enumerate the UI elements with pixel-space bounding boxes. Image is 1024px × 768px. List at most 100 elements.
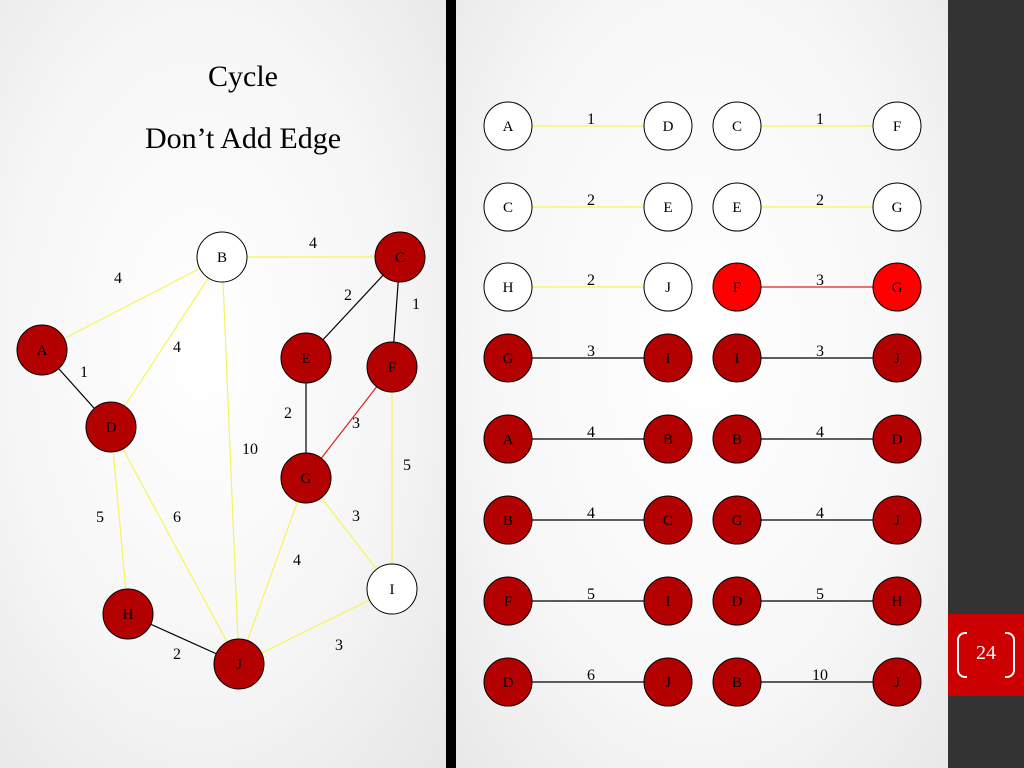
graph-node-g: G — [280, 452, 332, 504]
edge-list-node-label: B — [503, 513, 513, 529]
edge-list-node-label: J — [894, 675, 900, 691]
slide-subtitle: Don’t Add Edge — [144, 122, 342, 155]
edge-list-weight: 10 — [812, 667, 828, 684]
graph-node-i: I — [366, 563, 418, 615]
right-brace-icon — [1005, 632, 1015, 678]
edge-list-node-label: E — [663, 200, 672, 216]
edge-list-node — [712, 101, 762, 151]
edge-list-node-label: G — [732, 513, 743, 529]
node-label: C — [395, 250, 405, 266]
graph-edge-d-h — [110, 426, 129, 615]
edge-list-node — [872, 101, 922, 151]
edge-list-node — [483, 657, 533, 707]
edge-list-node — [872, 657, 922, 707]
edge-list-weight: 4 — [587, 424, 595, 441]
edge-list-node-label: B — [732, 432, 742, 448]
graph-node-f: F — [366, 341, 418, 393]
edge-weight-label: 6 — [173, 509, 181, 526]
graph-node-j: J — [213, 638, 265, 690]
graph-node-e: E — [280, 332, 332, 384]
edge-weight-label: 3 — [352, 508, 360, 525]
edge-list-weight: 2 — [587, 272, 595, 289]
edge-list-node-label: F — [504, 594, 512, 610]
edge-list-node — [483, 576, 533, 626]
node-label: E — [301, 351, 310, 367]
edge-weight-label: 5 — [96, 509, 104, 526]
edge-list-node — [712, 262, 762, 312]
edge-list-node-label: J — [894, 513, 900, 529]
node-label: B — [217, 250, 227, 266]
edge-list-node — [872, 576, 922, 626]
edge-list-node-label: A — [503, 432, 514, 448]
edge-list-node-label: D — [892, 432, 903, 448]
edge-list-weight: 1 — [587, 111, 595, 128]
edge-list-node — [712, 333, 762, 383]
edge-list-node — [483, 495, 533, 545]
edge-weight-label: 2 — [173, 646, 181, 663]
edge-weight-label: 4 — [293, 552, 301, 569]
node-circle — [213, 638, 265, 690]
edge-list-node-label: G — [892, 280, 903, 296]
edge-list-weight: 4 — [816, 505, 824, 522]
edge-list-node-label: D — [732, 594, 743, 610]
edge-list-node — [643, 414, 693, 464]
edge-list-node — [643, 576, 693, 626]
edge-list-node-label: H — [892, 594, 903, 610]
slide-title: Cycle — [208, 60, 278, 93]
edge-list-weight: 3 — [816, 343, 824, 360]
graph-edge-b-d — [110, 256, 223, 428]
edge-list-weight: 6 — [587, 667, 595, 684]
edge-list-node — [872, 333, 922, 383]
edge-list-node — [712, 657, 762, 707]
edge-list-node — [872, 414, 922, 464]
edge-list-node-label: B — [732, 675, 742, 691]
graph-node-a: A — [16, 324, 68, 376]
graph-edge-d-j — [110, 426, 240, 665]
edge-list-weight: 1 — [816, 111, 824, 128]
edge-list-node-label: H — [503, 280, 514, 296]
edge-list-node-label: B — [663, 432, 673, 448]
edge-list-weight: 4 — [587, 505, 595, 522]
edge-weight-label: 10 — [242, 441, 258, 458]
edge-list-node — [643, 182, 693, 232]
edge-list-weight: 4 — [816, 424, 824, 441]
node-circle — [85, 401, 137, 453]
edge-list-node-label: I — [666, 351, 671, 367]
edge-list-node-label: C — [663, 513, 673, 529]
edge-list-node — [483, 262, 533, 312]
node-circle — [102, 588, 154, 640]
page-number-badge: 24 — [948, 614, 1024, 696]
node-label: D — [106, 420, 117, 436]
panel-divider — [446, 0, 456, 768]
edge-weight-label: 4 — [309, 235, 317, 252]
node-circle — [196, 231, 248, 283]
edge-list-node — [872, 182, 922, 232]
edge-list-node-label: J — [665, 280, 671, 296]
graph-edge-g-j — [238, 477, 307, 665]
graph-node-d: D — [85, 401, 137, 453]
edge-list-node — [643, 101, 693, 151]
edge-list-node — [872, 495, 922, 545]
edge-list-node — [872, 262, 922, 312]
edge-list-node — [483, 333, 533, 383]
edge-list-weight: 3 — [587, 343, 595, 360]
edge-list-row-right-5: 4 B D — [712, 414, 922, 464]
edge-list-row-right-6: 4 G J — [712, 495, 922, 545]
edge-list-node — [712, 182, 762, 232]
edge-list-node — [712, 495, 762, 545]
edge-list-weight: 5 — [587, 586, 595, 603]
edge-list-node — [483, 182, 533, 232]
node-label: H — [123, 607, 134, 623]
graph-edge-a-b — [41, 256, 223, 351]
edge-list-node — [483, 101, 533, 151]
edge-list-node-label: F — [893, 119, 901, 135]
